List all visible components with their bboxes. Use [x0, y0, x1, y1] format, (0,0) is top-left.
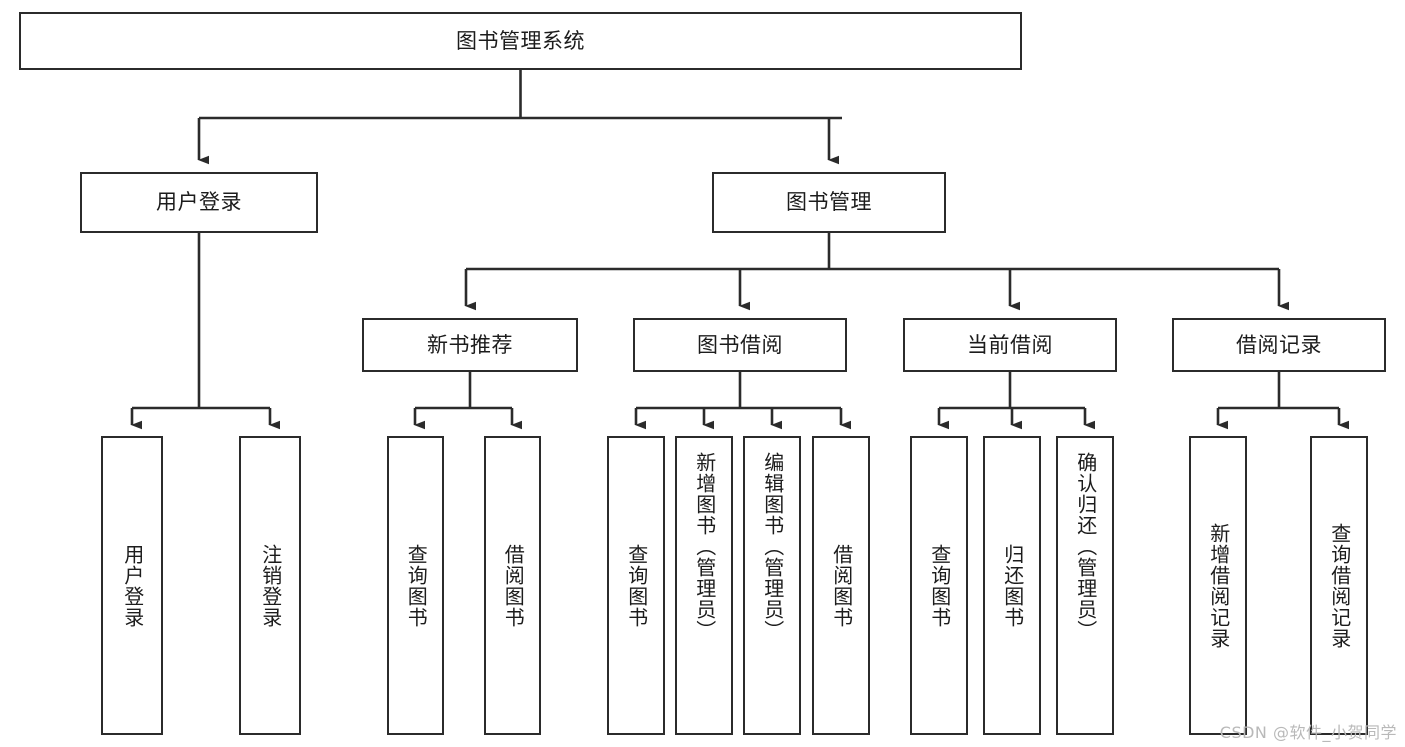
node-root-system[interactable]: 图书管理系统 [19, 12, 1022, 70]
leaf-node-user-login[interactable]: 用户登录 [101, 436, 163, 735]
leaf-node-user-login-label: 用户登录 [120, 543, 145, 628]
node-current-borrow[interactable]: 当前借阅 [903, 318, 1117, 372]
node-user-login[interactable]: 用户登录 [80, 172, 318, 233]
node-borrow-record[interactable]: 借阅记录 [1172, 318, 1386, 372]
node-root-system-label: 图书管理系统 [456, 28, 585, 53]
leaf-node-add-borrow-record-label: 新增借阅记录 [1206, 522, 1231, 649]
node-book-management-label: 图书管理 [786, 190, 872, 215]
node-book-borrow-label: 图书借阅 [697, 332, 783, 357]
leaf-node-return-book-label: 归还图书 [1000, 543, 1025, 628]
leaf-node-edit-book-admin[interactable]: 编辑图书（管理员） [743, 436, 801, 735]
leaf-node-edit-book-admin-label: 编辑图书（管理员） [760, 452, 785, 641]
leaf-node-borrow-book-recommend-label: 借阅图书 [501, 543, 526, 628]
node-borrow-record-label: 借阅记录 [1236, 332, 1322, 357]
leaf-node-logout-login[interactable]: 注销登录 [239, 436, 301, 735]
leaf-node-confirm-return-admin[interactable]: 确认归还（管理员） [1056, 436, 1114, 735]
leaf-node-borrow-book-recommend[interactable]: 借阅图书 [484, 436, 541, 735]
leaf-node-query-book-current[interactable]: 查询图书 [910, 436, 968, 735]
leaf-node-query-book-recommend[interactable]: 查询图书 [387, 436, 444, 735]
leaf-node-borrow-book[interactable]: 借阅图书 [812, 436, 870, 735]
node-book-management[interactable]: 图书管理 [712, 172, 946, 233]
leaf-node-query-book-borrow-label: 查询图书 [624, 543, 649, 628]
leaf-node-logout-login-label: 注销登录 [258, 543, 283, 628]
leaf-node-confirm-return-admin-label: 确认归还（管理员） [1073, 452, 1098, 641]
leaf-node-query-borrow-record[interactable]: 查询借阅记录 [1310, 436, 1368, 735]
leaf-node-add-book-admin[interactable]: 新增图书（管理员） [675, 436, 733, 735]
csdn-watermark: CSDN @软件_小贺同学 [1219, 723, 1397, 742]
leaf-node-query-book-recommend-label: 查询图书 [404, 543, 429, 628]
leaf-node-query-book-current-label: 查询图书 [927, 543, 952, 628]
leaf-node-query-book-borrow[interactable]: 查询图书 [607, 436, 665, 735]
node-book-borrow[interactable]: 图书借阅 [633, 318, 847, 372]
leaf-node-add-book-admin-label: 新增图书（管理员） [692, 452, 717, 641]
node-user-login-label: 用户登录 [156, 190, 242, 215]
node-new-book-recommend-label: 新书推荐 [427, 332, 513, 357]
leaf-node-borrow-book-label: 借阅图书 [829, 543, 854, 628]
node-new-book-recommend[interactable]: 新书推荐 [362, 318, 578, 372]
leaf-node-return-book[interactable]: 归还图书 [983, 436, 1041, 735]
node-current-borrow-label: 当前借阅 [967, 332, 1053, 357]
leaf-node-add-borrow-record[interactable]: 新增借阅记录 [1189, 436, 1247, 735]
leaf-node-query-borrow-record-label: 查询借阅记录 [1327, 522, 1352, 649]
